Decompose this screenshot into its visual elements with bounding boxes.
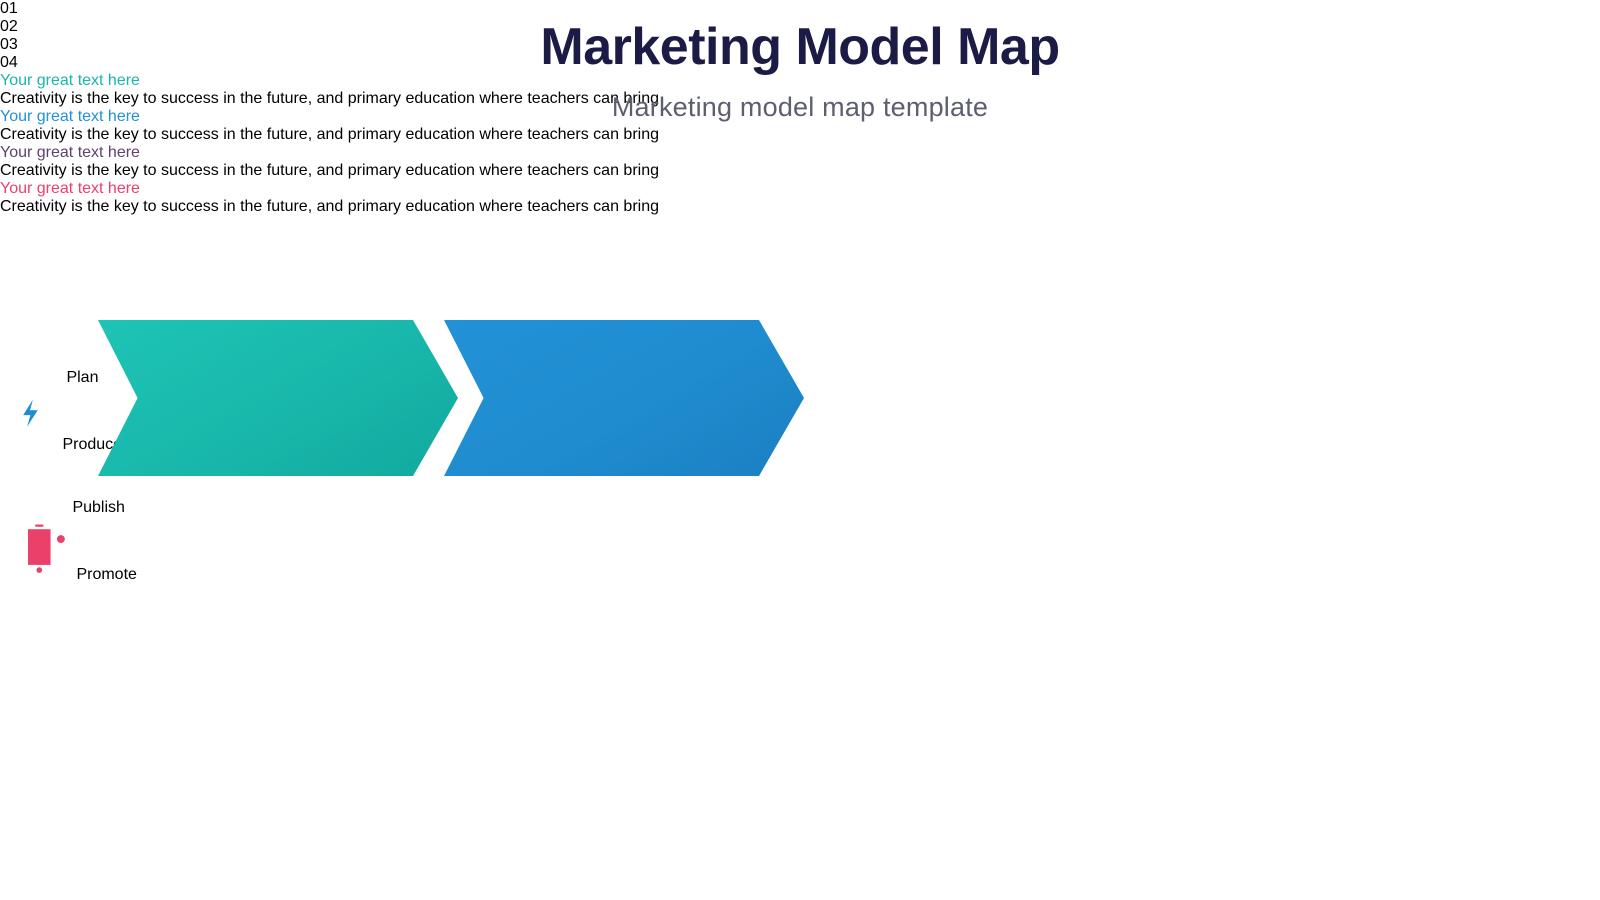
step-content-publish: Publish [0, 454, 1600, 517]
presentation-chart-icon [0, 321, 66, 386]
step-label-plan: Plan [66, 369, 99, 386]
description-heading-1: Your great text here [0, 72, 140, 89]
description-body-1: Creativity is the key to success in the … [0, 90, 659, 107]
step-arrow-produce[interactable] [444, 320, 804, 476]
page-title: Marketing Model Map [540, 18, 1060, 76]
step-badge-03[interactable]: 03 [0, 36, 1600, 54]
step-number-01: 01 [0, 0, 18, 17]
description-body-2: Creativity is the key to success in the … [0, 126, 659, 143]
step-arrow-plan[interactable] [98, 320, 458, 476]
step-content-plan: Plan [0, 320, 1600, 387]
step-label-produce: Produce [62, 436, 123, 453]
description-heading-3: Your great text here [0, 144, 140, 161]
page-subtitle: Marketing model map template [611, 91, 989, 122]
step-content-promote: Promote [0, 517, 1600, 584]
step-number-02: 02 [0, 18, 18, 35]
mobile-gear-icon [0, 520, 76, 583]
description-block-4: Your great text here Creativity is the k… [0, 180, 1600, 216]
head-lightning-icon [0, 391, 62, 453]
description-heading-4: Your great text here [0, 180, 140, 197]
description-body-3: Creativity is the key to success in the … [0, 162, 659, 179]
description-heading-2: Your great text here [0, 108, 140, 125]
step-badge-04[interactable]: 04 [0, 54, 1600, 72]
step-number-04: 04 [0, 54, 18, 71]
step-badge-01[interactable]: 01 [0, 0, 1600, 18]
step-number-03: 03 [0, 36, 18, 53]
step-label-promote: Promote [76, 566, 137, 583]
people-group-icon [0, 456, 72, 516]
step-badge-02[interactable]: 02 [0, 18, 1600, 36]
header: Marketing Model Map Marketing model map … [0, 18, 1600, 123]
description-block-1: Your great text here Creativity is the k… [0, 72, 1600, 108]
description-block-3: Your great text here Creativity is the k… [0, 144, 1600, 180]
step-content-produce: Produce [0, 387, 1600, 454]
description-body-4: Creativity is the key to success in the … [0, 198, 659, 215]
process-arrow-band: Plan Produce [0, 320, 1600, 583]
step-label-publish: Publish [72, 499, 125, 516]
description-block-2: Your great text here Creativity is the k… [0, 108, 1600, 144]
